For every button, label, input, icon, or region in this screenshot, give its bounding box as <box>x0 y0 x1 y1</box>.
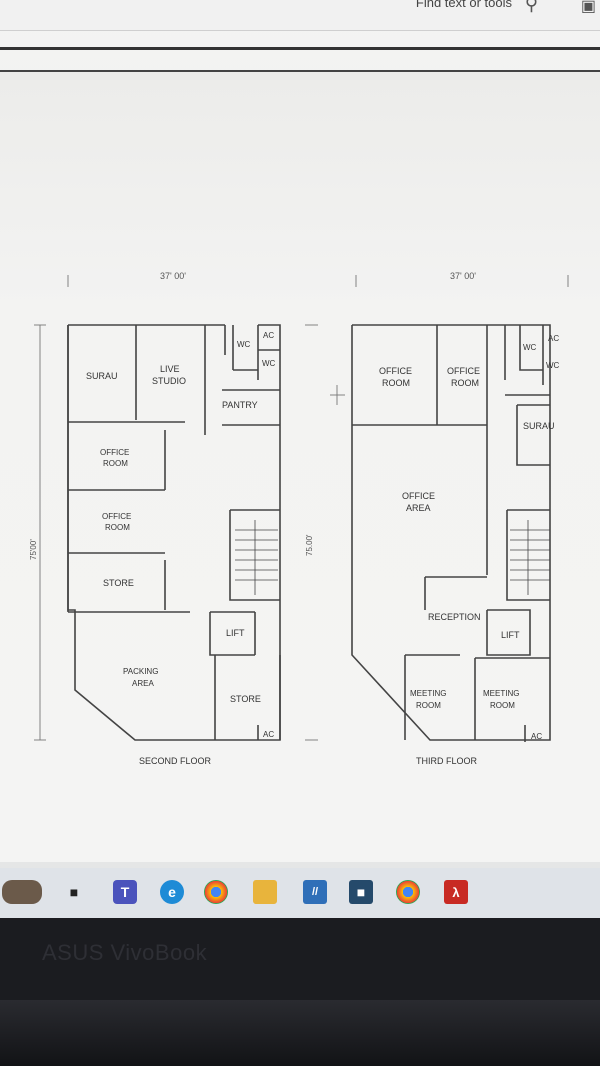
room-office: OFFICE <box>379 366 412 376</box>
room-office: ROOM <box>103 459 128 468</box>
room-surau: SURAU <box>86 371 118 381</box>
room-office-area: AREA <box>406 503 431 513</box>
windows-taskbar: ■ T e // ■ λ <box>0 868 600 918</box>
room-ac: AC <box>263 331 274 340</box>
room-office-area: OFFICE <box>402 491 435 501</box>
document-page: 37' 00' 75'00' SURAU LIVE STUDIO WC WC A… <box>0 72 600 862</box>
room-store: STORE <box>103 578 134 588</box>
floor-plan-labels: 37' 00' 75'00' SURAU LIVE STUDIO WC WC A… <box>29 271 560 766</box>
second-floor-width-dim: 37' 00' <box>160 271 186 281</box>
room-meeting-room: ROOM <box>416 701 441 710</box>
store-icon[interactable]: ■ <box>349 880 373 904</box>
room-office: OFFICE <box>102 512 131 521</box>
app-icon[interactable]: // <box>303 880 327 904</box>
room-reception: RECEPTION <box>428 612 481 622</box>
room-surau: SURAU <box>523 421 555 431</box>
room-office: ROOM <box>105 523 130 532</box>
room-office: OFFICE <box>447 366 480 376</box>
header-rule <box>0 70 600 72</box>
room-wc: WC <box>262 359 276 368</box>
room-live-studio: STUDIO <box>152 376 186 386</box>
search-icon[interactable]: ⚲ <box>524 0 538 14</box>
room-pantry: PANTRY <box>222 400 258 410</box>
room-meeting-room: MEETING <box>410 689 446 698</box>
room-office: OFFICE <box>100 448 129 457</box>
taskview-icon[interactable]: ■ <box>69 884 79 900</box>
room-ac: AC <box>548 334 559 343</box>
screen: Find text or tools ⚲ ▣ <box>0 0 600 918</box>
room-ac: AC <box>263 730 274 739</box>
chrome-icon[interactable] <box>204 880 228 904</box>
laptop-brand-label: ASUS VivoBook <box>42 940 208 965</box>
room-wc: WC <box>523 343 537 352</box>
room-live-studio: LIVE <box>160 364 180 374</box>
acrobat-icon[interactable]: λ <box>444 880 468 904</box>
third-floor-width-dim: 37' 00' <box>450 271 476 281</box>
explorer-icon[interactable] <box>253 880 277 904</box>
room-lift: LIFT <box>501 630 520 640</box>
chrome-profile-icon[interactable] <box>396 880 420 904</box>
room-meeting-room: ROOM <box>490 701 515 710</box>
laptop-bezel <box>0 1000 600 1066</box>
room-store: STORE <box>230 694 261 704</box>
room-packing-area: AREA <box>132 679 154 688</box>
room-lift: LIFT <box>226 628 245 638</box>
room-wc: WC <box>237 340 251 349</box>
room-office: ROOM <box>382 378 410 388</box>
top-toolbar: Find text or tools ⚲ ▣ <box>0 0 600 31</box>
header-rule <box>0 47 600 50</box>
third-floor-height-dim: 75.00' <box>305 534 314 556</box>
find-text-or-tools[interactable]: Find text or tools <box>415 0 512 10</box>
second-floor-caption: SECOND FLOOR <box>139 756 212 766</box>
edge-icon[interactable]: e <box>160 880 184 904</box>
room-ac: AC <box>531 732 542 741</box>
room-wc: WC <box>546 361 560 370</box>
room-office: ROOM <box>451 378 479 388</box>
teams-icon[interactable]: T <box>113 880 137 904</box>
room-packing-area: PACKING <box>123 667 158 676</box>
floor-plan-drawing <box>34 275 569 742</box>
room-meeting-room: MEETING <box>483 689 519 698</box>
third-floor-caption: THIRD FLOOR <box>416 756 478 766</box>
widgets-icon[interactable] <box>2 880 42 904</box>
save-icon[interactable]: ▣ <box>580 0 596 15</box>
second-floor-height-dim: 75'00' <box>29 539 38 560</box>
